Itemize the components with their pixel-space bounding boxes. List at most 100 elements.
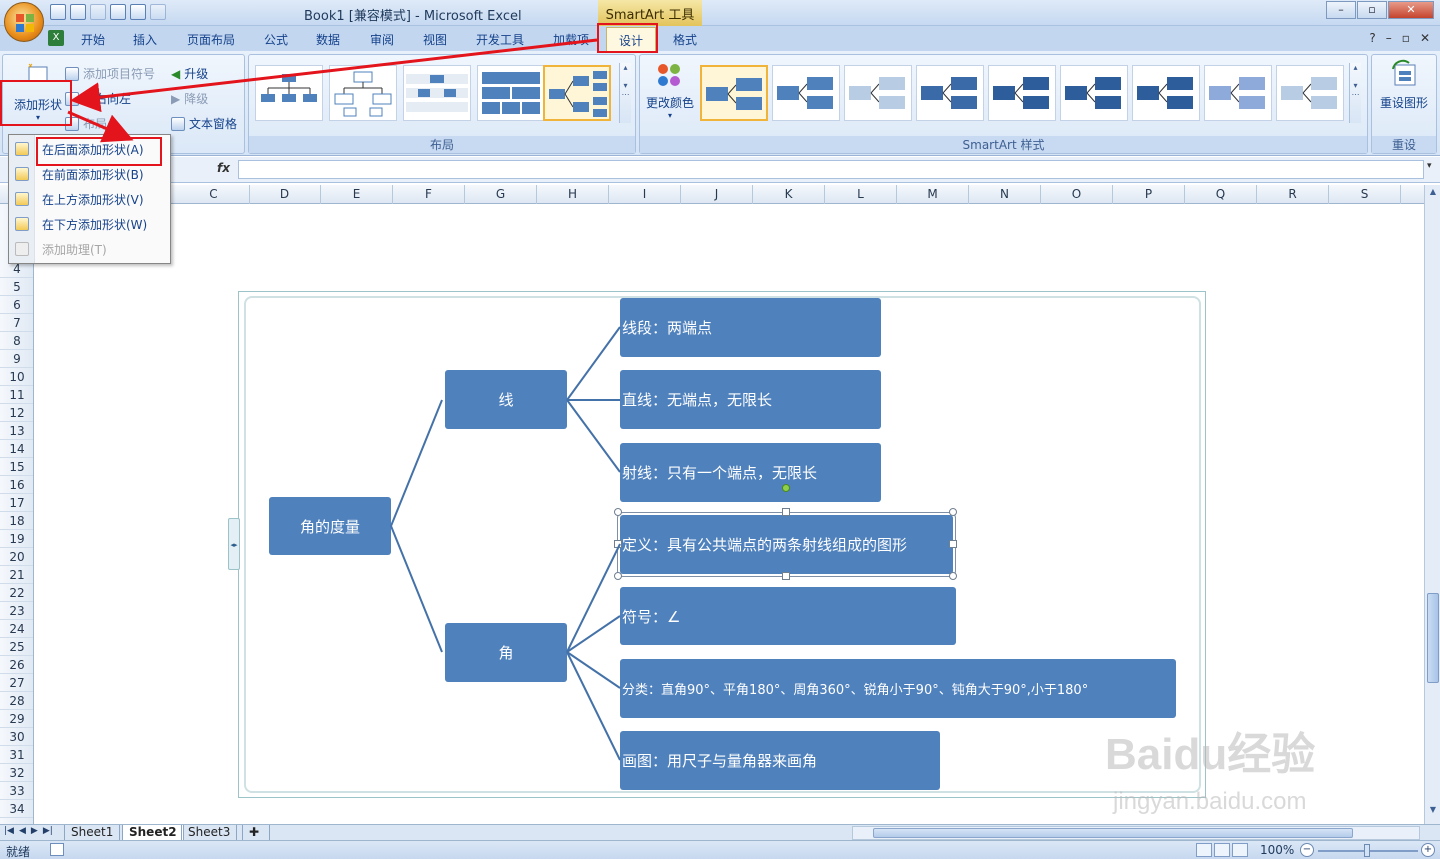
- zoom-out-icon[interactable]: −: [1300, 843, 1314, 857]
- layout-thumb-labeled-hierarchy[interactable]: [403, 65, 471, 121]
- tab-format[interactable]: 格式: [673, 33, 698, 47]
- row-header[interactable]: 5: [0, 278, 33, 296]
- row-header[interactable]: 32: [0, 764, 33, 782]
- column-header[interactable]: M: [897, 185, 969, 204]
- smartart-style-thumb[interactable]: [844, 65, 912, 121]
- redo-icon[interactable]: [90, 4, 106, 20]
- layouts-gallery-scroll[interactable]: ▴▾⋯: [619, 63, 631, 123]
- tab-home[interactable]: 开始: [81, 33, 106, 47]
- menu-add-shape-above[interactable]: 在上方添加形状(V): [9, 187, 170, 212]
- print-preview-icon[interactable]: [110, 4, 126, 20]
- row-header[interactable]: 17: [0, 494, 33, 512]
- resize-handle-s[interactable]: [782, 572, 790, 580]
- node-definition[interactable]: 定义：具有公共端点的两条射线组成的图形: [617, 512, 956, 577]
- vertical-scroll-thumb[interactable]: [1427, 593, 1439, 683]
- row-header[interactable]: 27: [0, 674, 33, 692]
- row-header[interactable]: 24: [0, 620, 33, 638]
- resize-handle-nw[interactable]: [614, 508, 622, 516]
- row-header[interactable]: 15: [0, 458, 33, 476]
- prev-sheet-icon[interactable]: ◀: [18, 826, 26, 836]
- smartart-style-thumb[interactable]: [1276, 65, 1344, 121]
- tab-data[interactable]: 数据: [316, 33, 341, 47]
- ribbon-close-icon[interactable]: ✕: [1419, 31, 1430, 45]
- column-header[interactable]: Q: [1185, 185, 1257, 204]
- row-header[interactable]: 11: [0, 386, 33, 404]
- menu-add-shape-after[interactable]: 在后面添加形状(A): [9, 137, 170, 162]
- row-header[interactable]: 26: [0, 656, 33, 674]
- node-ray[interactable]: 射线：只有一个端点，无限长: [620, 443, 881, 502]
- row-header[interactable]: 18: [0, 512, 33, 530]
- row-header[interactable]: 10: [0, 368, 33, 386]
- row-header[interactable]: 31: [0, 746, 33, 764]
- maximize-button[interactable]: ▫: [1357, 1, 1387, 19]
- column-header[interactable]: G: [465, 185, 537, 204]
- close-button[interactable]: ✕: [1388, 1, 1434, 19]
- node-branch-angle[interactable]: 角: [445, 623, 567, 682]
- layout-thumb-horizontal-hierarchy[interactable]: [543, 65, 611, 121]
- undo-icon[interactable]: [70, 4, 86, 20]
- node-drawing[interactable]: 画图：用尺子与量角器来画角: [620, 731, 940, 790]
- column-header[interactable]: K: [753, 185, 825, 204]
- promote-button[interactable]: ◀ 升级: [171, 65, 208, 82]
- first-sheet-icon[interactable]: |◀: [4, 826, 14, 836]
- column-header[interactable]: C: [178, 185, 250, 204]
- row-header[interactable]: 16: [0, 476, 33, 494]
- node-straight-line[interactable]: 直线：无端点，无限长: [620, 370, 881, 429]
- node-branch-line[interactable]: 线: [445, 370, 567, 429]
- layout-thumb-org-chart[interactable]: [255, 65, 323, 121]
- column-header[interactable]: J: [681, 185, 753, 204]
- column-header[interactable]: N: [969, 185, 1041, 204]
- row-header[interactable]: 13: [0, 422, 33, 440]
- add-shape-button[interactable]: 添加形状 ▾: [5, 57, 71, 129]
- zoom-slider-knob[interactable]: [1364, 844, 1370, 857]
- vertical-scrollbar[interactable]: ▲ ▼: [1424, 185, 1440, 824]
- layout-thumb-table-hierarchy[interactable]: [477, 65, 545, 121]
- resize-handle-e[interactable]: [949, 540, 957, 548]
- column-header[interactable]: O: [1041, 185, 1113, 204]
- text-pane-button[interactable]: 文本窗格: [171, 115, 237, 132]
- column-header[interactable]: I: [609, 185, 681, 204]
- column-header[interactable]: H: [537, 185, 609, 204]
- tab-page-layout[interactable]: 页面布局: [187, 33, 236, 47]
- customize-qat-icon[interactable]: [150, 4, 166, 20]
- row-header[interactable]: 7: [0, 314, 33, 332]
- row-header[interactable]: 34: [0, 800, 33, 818]
- smartart-style-thumb[interactable]: [700, 65, 768, 121]
- scroll-down-icon[interactable]: ▼: [1429, 805, 1437, 814]
- zoom-level[interactable]: 100%: [1260, 843, 1295, 857]
- layout-thumb-hierarchy[interactable]: [329, 65, 397, 121]
- row-header[interactable]: 19: [0, 530, 33, 548]
- horizontal-scrollbar[interactable]: [852, 826, 1420, 840]
- smartart-style-thumb[interactable]: [988, 65, 1056, 121]
- change-colors-button[interactable]: 更改颜色 ▾: [642, 61, 698, 131]
- function-icon[interactable]: fx: [217, 161, 230, 175]
- smartart-style-thumb[interactable]: [916, 65, 984, 121]
- row-header[interactable]: 20: [0, 548, 33, 566]
- row-header[interactable]: 6: [0, 296, 33, 314]
- screenshot-icon[interactable]: [130, 4, 146, 20]
- resize-handle-w[interactable]: [614, 540, 622, 548]
- row-header[interactable]: 25: [0, 638, 33, 656]
- save-icon[interactable]: [50, 4, 66, 20]
- zoom-in-icon[interactable]: +: [1421, 843, 1435, 857]
- smartart-style-thumb[interactable]: [1060, 65, 1128, 121]
- tab-developer[interactable]: 开发工具: [476, 33, 525, 47]
- row-header[interactable]: 9: [0, 350, 33, 368]
- menu-add-shape-below[interactable]: 在下方添加形状(W): [9, 212, 170, 237]
- column-header[interactable]: D: [249, 185, 321, 204]
- page-layout-view-icon[interactable]: [1214, 843, 1230, 857]
- tab-formulas[interactable]: 公式: [264, 33, 289, 47]
- help-icon[interactable]: ?: [1369, 31, 1376, 45]
- row-header[interactable]: 30: [0, 728, 33, 746]
- row-header[interactable]: 8: [0, 332, 33, 350]
- smartart-style-thumb[interactable]: [1132, 65, 1200, 121]
- tab-review[interactable]: 审阅: [370, 33, 395, 47]
- tab-addins[interactable]: 加载项: [553, 33, 590, 47]
- row-header[interactable]: 29: [0, 710, 33, 728]
- tab-view[interactable]: 视图: [423, 33, 448, 47]
- sheet-tab-1[interactable]: Sheet1: [64, 825, 121, 840]
- smartart-style-thumb[interactable]: [772, 65, 840, 121]
- next-sheet-icon[interactable]: ▶: [30, 826, 38, 836]
- row-header[interactable]: 28: [0, 692, 33, 710]
- sheet-tab-3[interactable]: Sheet3: [181, 825, 238, 840]
